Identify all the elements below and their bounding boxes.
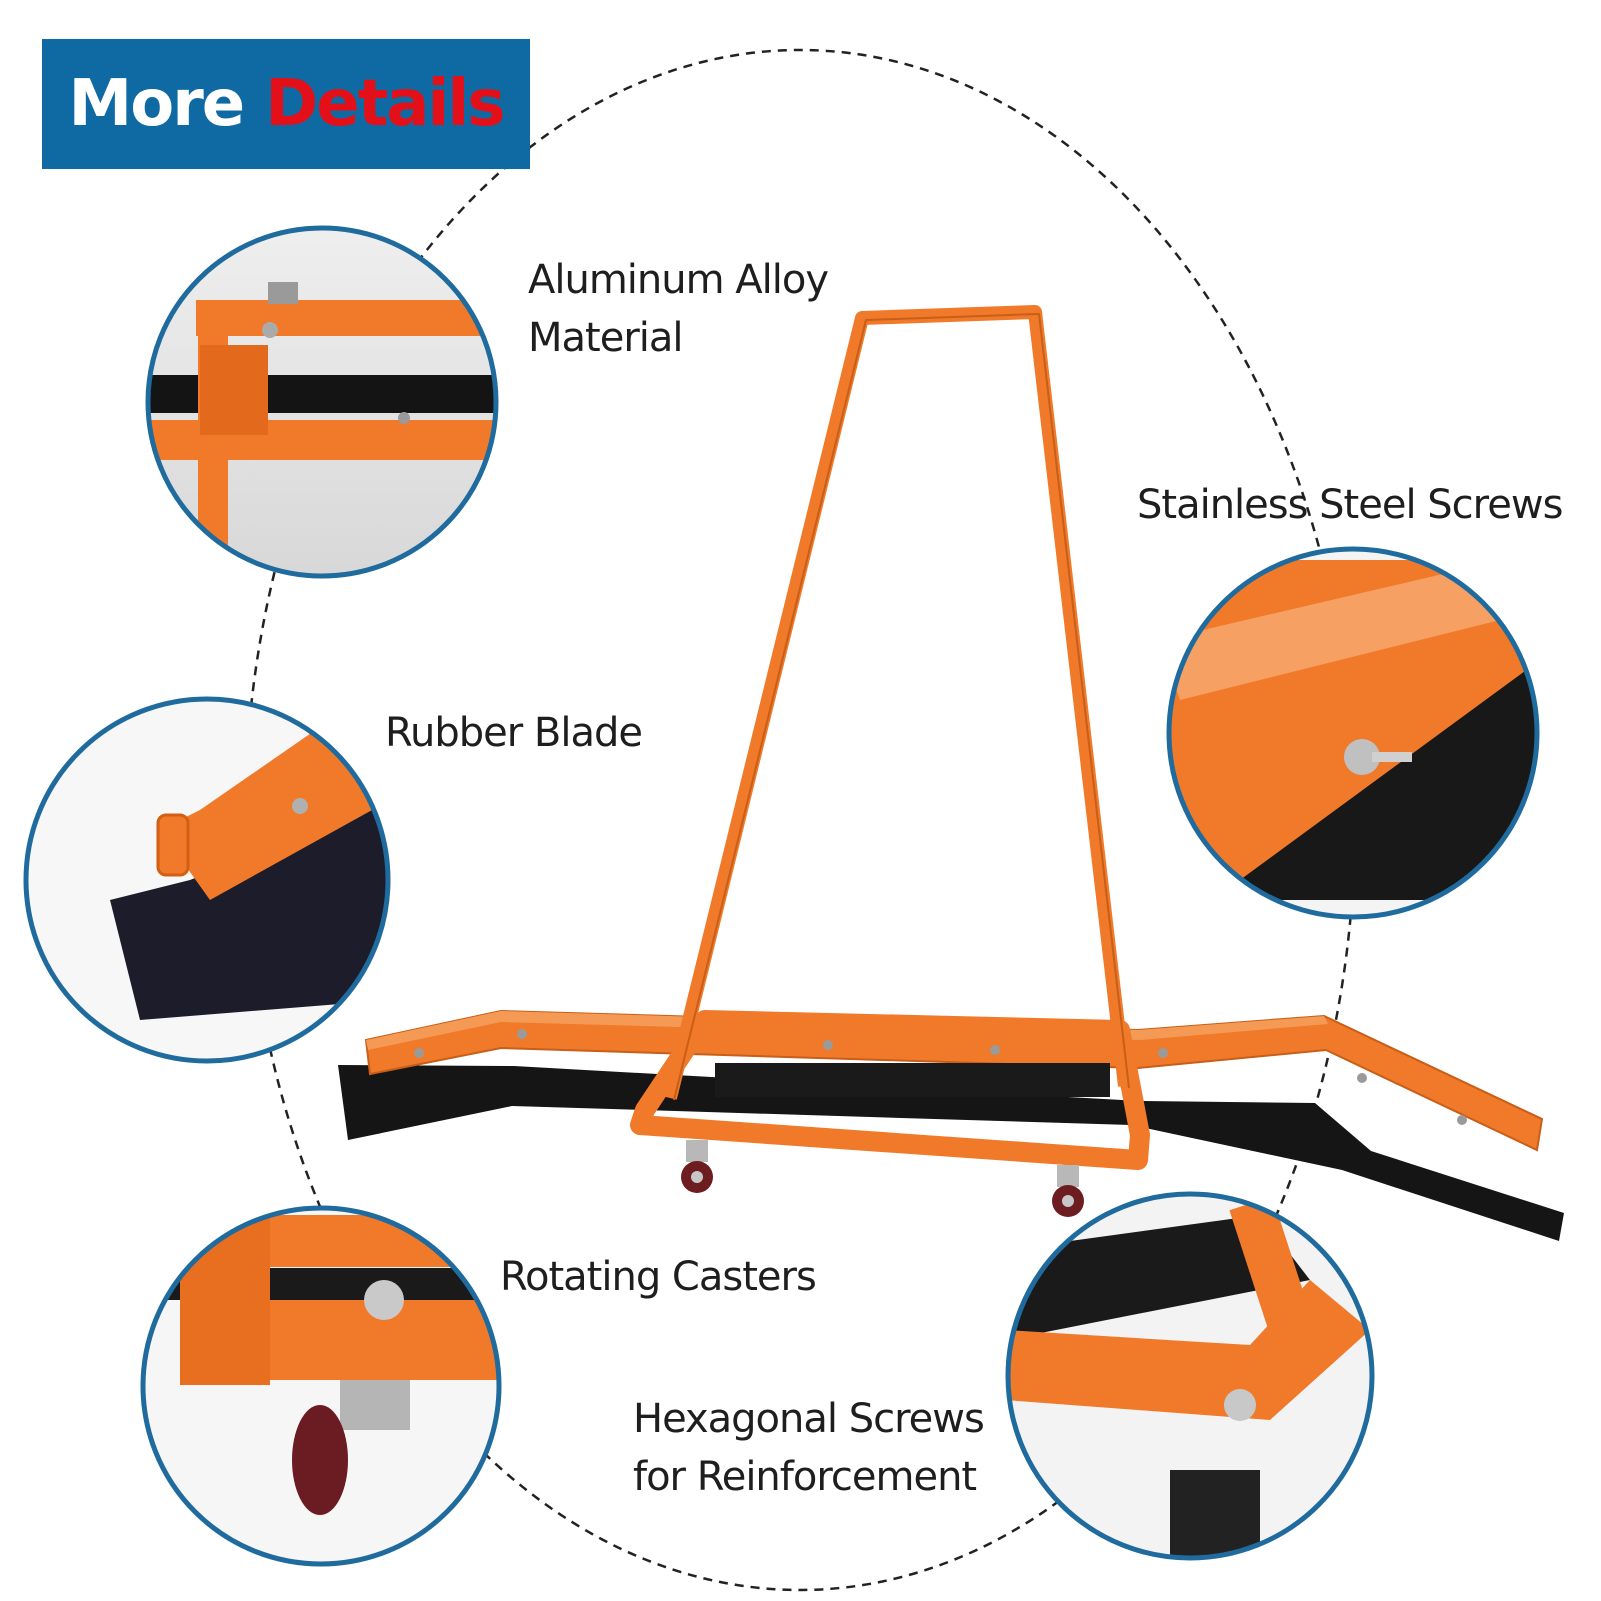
detail-casters-image <box>140 1205 502 1567</box>
squeegee-product-image <box>338 305 1564 1241</box>
detail-stainless-image <box>1166 546 1540 920</box>
banner-word-more: More <box>68 67 246 141</box>
detail-hexagonal-image <box>1005 1191 1375 1561</box>
feature-label-rubber: Rubber Blade <box>385 710 643 756</box>
feature-label-stainless: Stainless Steel Screws <box>1137 482 1563 528</box>
banner-word-details: Details <box>265 67 505 141</box>
feature-label-aluminum: Aluminum Alloy Material <box>528 257 829 361</box>
feature-label-casters: Rotating Casters <box>500 1254 817 1300</box>
feature-label-hexagonal: Hexagonal Screws for Reinforcement <box>633 1396 985 1500</box>
detail-rubber-image <box>23 696 391 1064</box>
detail-aluminum-image <box>145 225 499 579</box>
more-details-banner: More Details <box>42 39 530 169</box>
